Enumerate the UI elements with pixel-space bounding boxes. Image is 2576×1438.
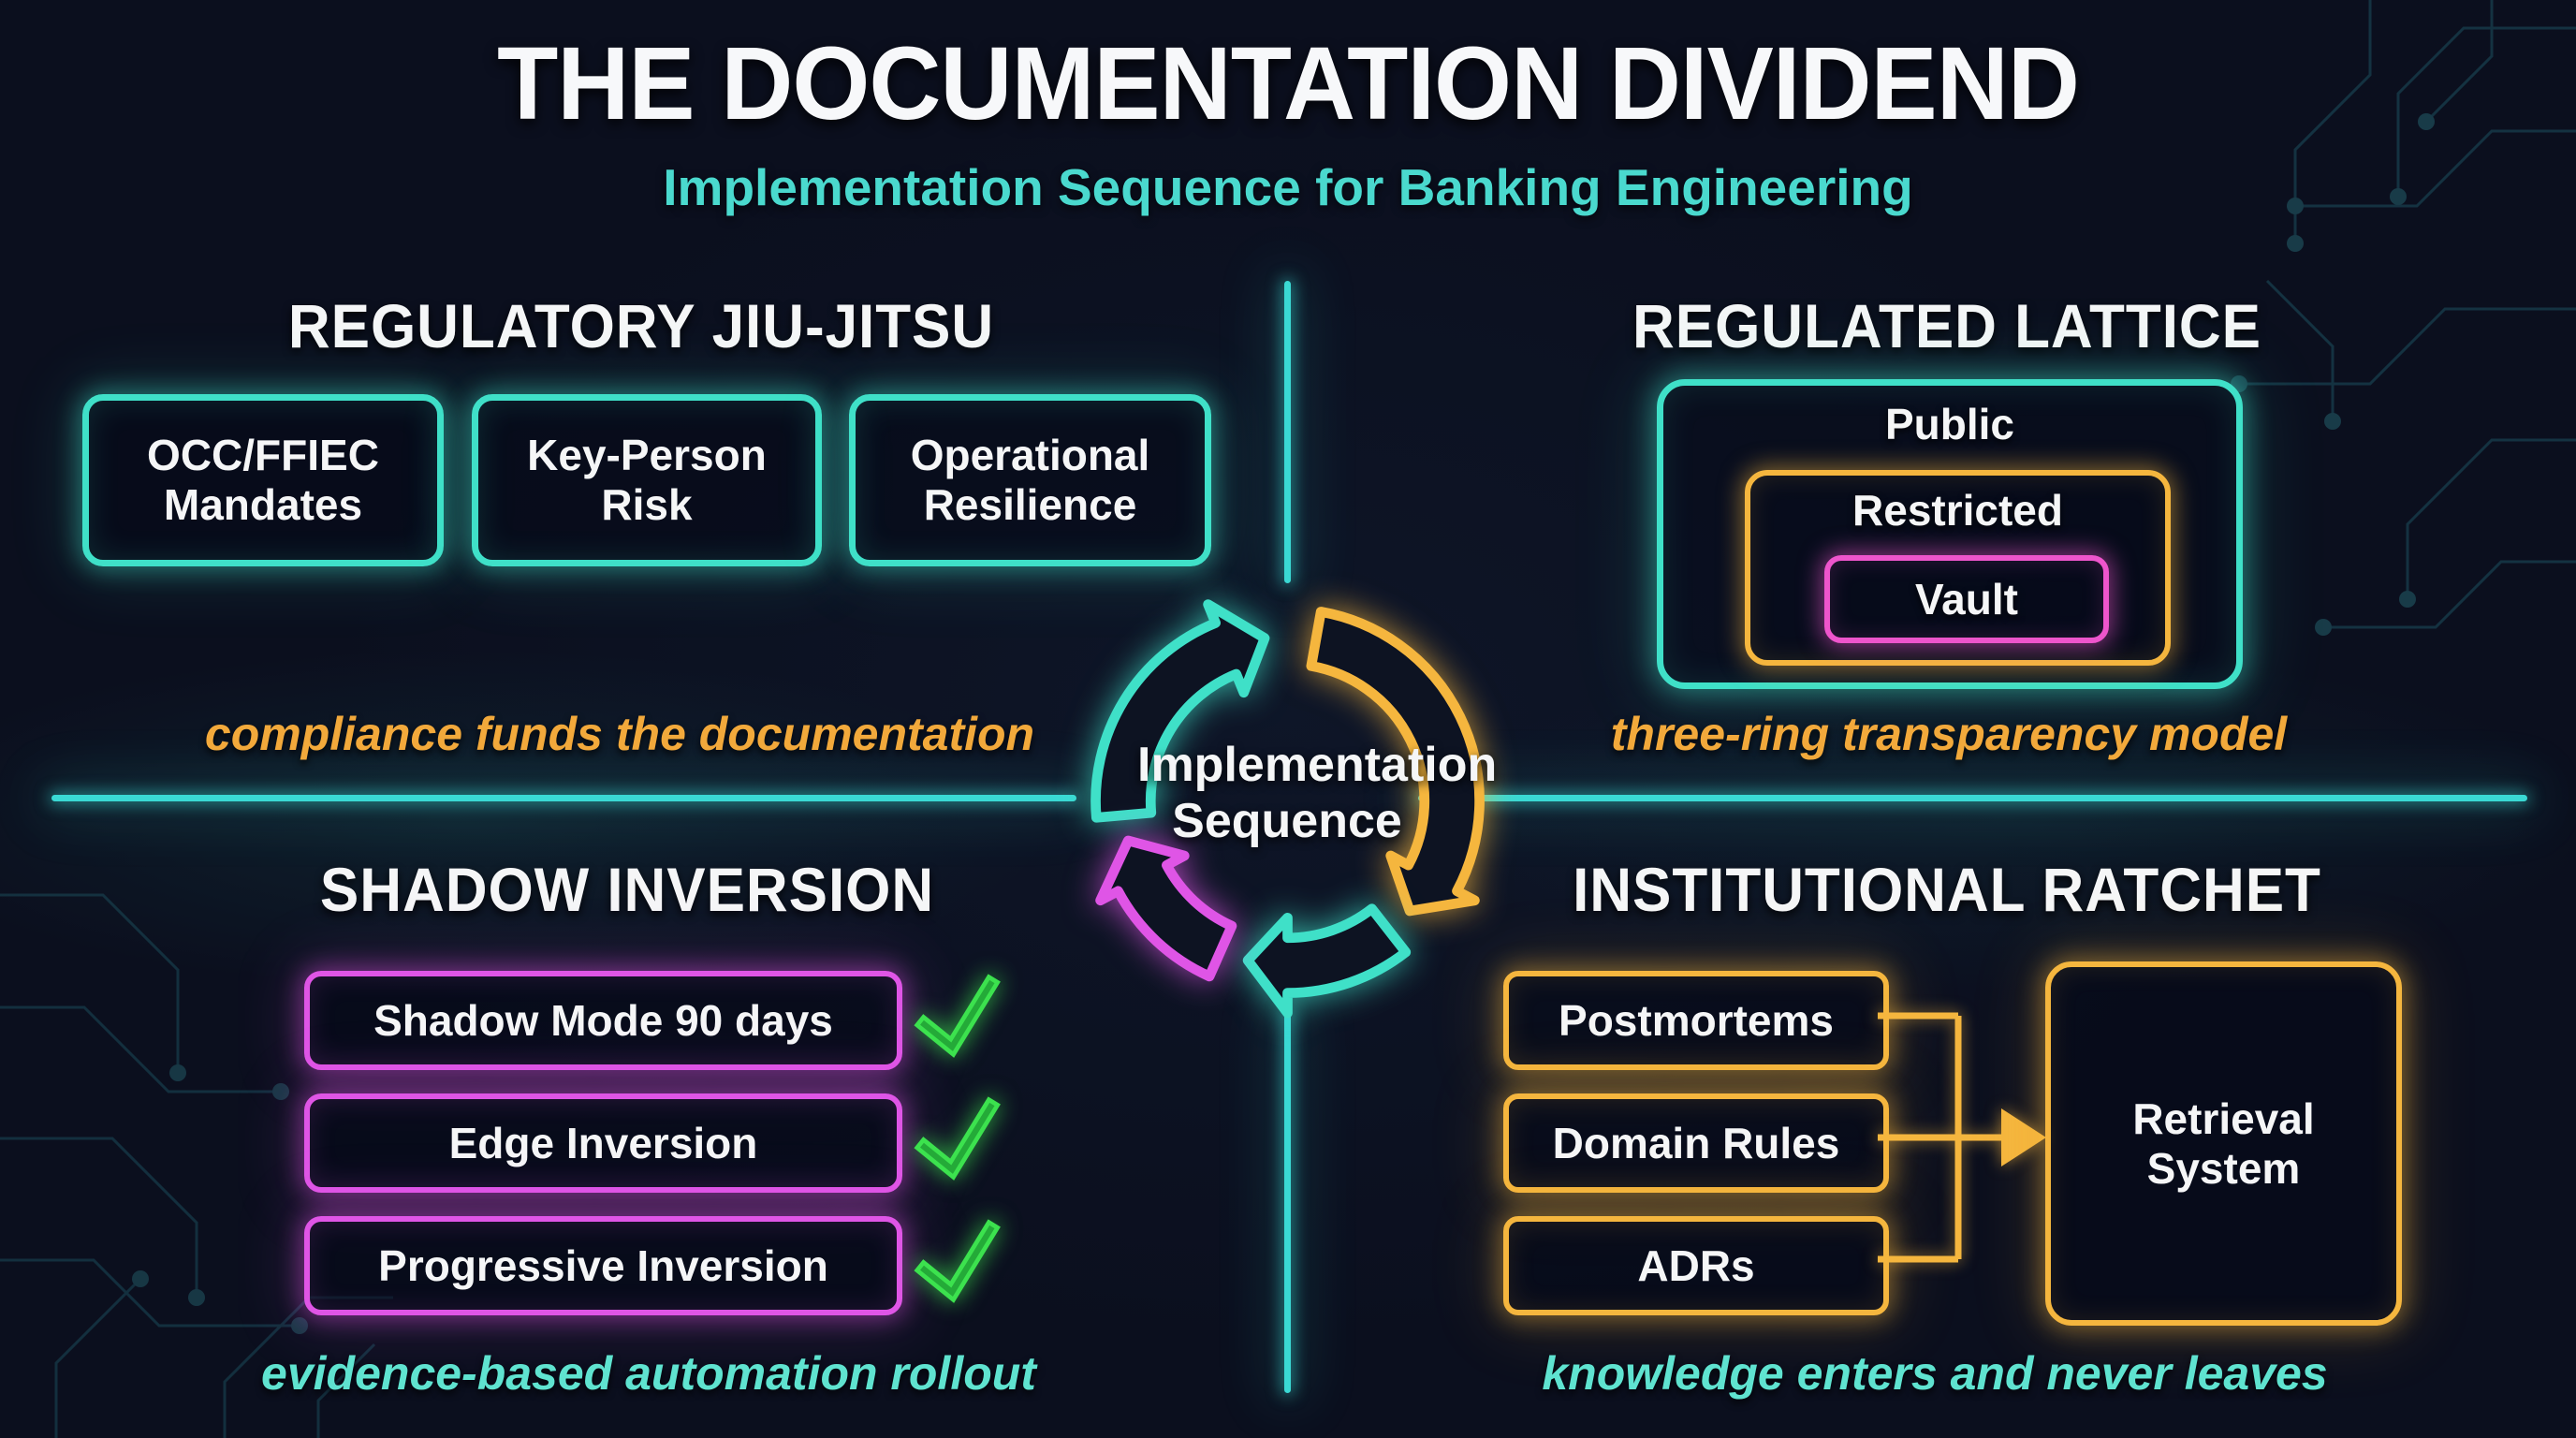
box-shadow-mode-90-days: Shadow Mode 90 days — [304, 971, 902, 1070]
box-edge-inversion-label: Edge Inversion — [448, 1118, 758, 1167]
caption-regulated-lattice: three-ring transparency model — [1610, 708, 2288, 760]
ring-restricted: Restricted Vault — [1745, 470, 2171, 666]
box-domain-rules: Domain Rules — [1503, 1093, 1889, 1193]
page-title: THE DOCUMENTATION DIVIDEND — [497, 26, 2080, 141]
heading-institutional-ratchet: INSTITUTIONAL RATCHET — [1573, 855, 2321, 924]
cycle-arrow-bottom-left-icon — [1095, 835, 1237, 982]
ring-restricted-label: Restricted — [1852, 486, 2063, 535]
divider-vertical-bottom — [1284, 1008, 1291, 1393]
ring-public: Public Restricted Vault — [1657, 379, 2243, 689]
cycle-arrow-bottom-right-icon — [1242, 903, 1412, 1019]
divider-horizontal-right — [1418, 795, 2527, 801]
box-occ-ffiec-mandates-label: OCC/FFIEC Mandates — [147, 431, 379, 529]
ring-public-label: Public — [1884, 400, 2015, 448]
box-retrieval-system: Retrieval System — [2045, 961, 2402, 1326]
box-postmortems: Postmortems — [1503, 971, 1889, 1070]
box-key-person-risk-label: Key-Person Risk — [527, 431, 767, 529]
box-shadow-mode-90-days-label: Shadow Mode 90 days — [373, 995, 833, 1045]
caption-regulatory-jiujitsu: compliance funds the documentation — [204, 708, 1035, 760]
ring-vault-label: Vault — [1915, 575, 2018, 624]
box-postmortems-label: Postmortems — [1559, 995, 1834, 1045]
heading-regulated-lattice: REGULATED LATTICE — [1632, 291, 2261, 360]
heading-regulatory-jiujitsu: REGULATORY JIU-JITSU — [287, 291, 995, 360]
flow-arrow-icon — [1878, 1012, 2046, 1263]
divider-vertical-top — [1284, 281, 1291, 583]
heading-shadow-inversion: SHADOW INVERSION — [319, 855, 935, 924]
cycle-arrow-top-left-icon — [1090, 599, 1270, 823]
box-key-person-risk: Key-Person Risk — [472, 394, 822, 566]
checkmark-icon — [914, 1219, 1001, 1303]
caption-shadow-inversion: evidence-based automation rollout — [261, 1347, 1036, 1400]
box-operational-resilience-label: Operational Resilience — [910, 431, 1150, 529]
box-domain-rules-label: Domain Rules — [1552, 1118, 1840, 1167]
box-retrieval-system-label: Retrieval System — [2132, 1093, 2315, 1193]
box-operational-resilience: Operational Resilience — [849, 394, 1211, 566]
box-progressive-inversion: Progressive Inversion — [304, 1216, 902, 1315]
box-edge-inversion: Edge Inversion — [304, 1093, 902, 1193]
page-subtitle: Implementation Sequence for Banking Engi… — [663, 158, 1913, 216]
cycle-center-label: Implementation Sequence — [1137, 738, 1498, 848]
box-adrs: ADRs — [1503, 1216, 1889, 1315]
ring-vault: Vault — [1824, 555, 2109, 643]
box-adrs-label: ADRs — [1637, 1240, 1755, 1290]
box-progressive-inversion-label: Progressive Inversion — [378, 1240, 828, 1290]
box-occ-ffiec-mandates: OCC/FFIEC Mandates — [82, 394, 444, 566]
caption-institutional-ratchet: knowledge enters and never leaves — [1542, 1347, 2328, 1400]
divider-horizontal-left — [51, 795, 1076, 801]
implementation-cycle-icon — [1090, 599, 1485, 1019]
cycle-arrow-top-right-icon — [1306, 607, 1485, 917]
checkmark-icon — [914, 1096, 1001, 1181]
checkmark-icon — [914, 974, 1001, 1058]
